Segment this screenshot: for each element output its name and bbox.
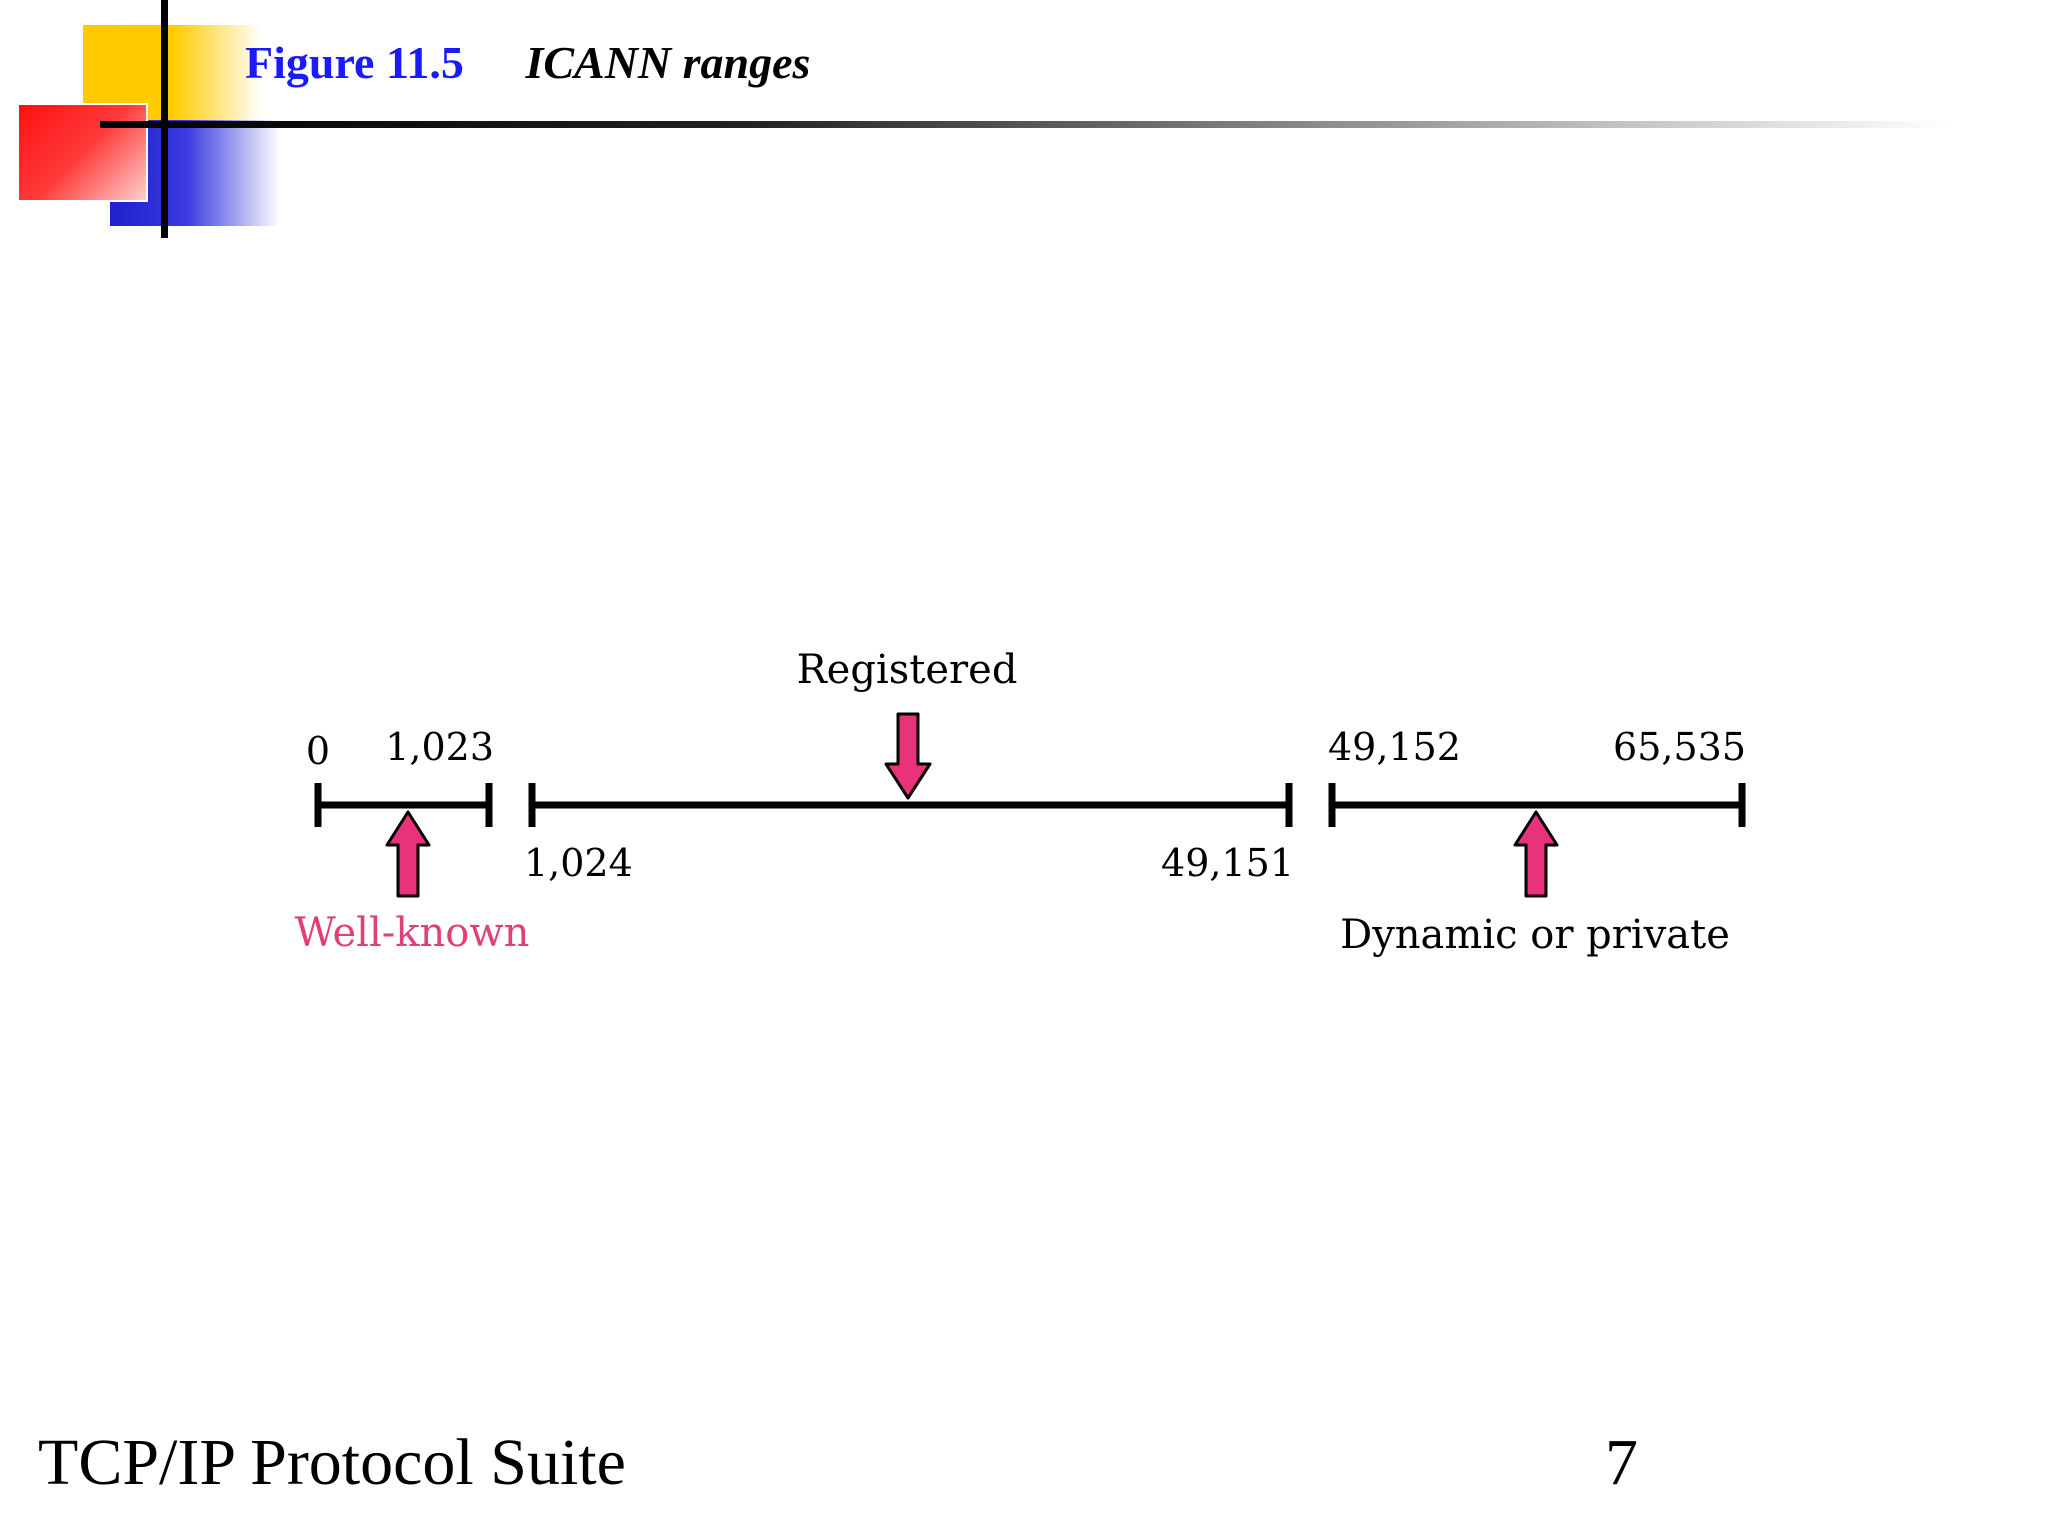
registered-range: Registered 1,024 49,151: [524, 647, 1294, 885]
registered-down-arrow-icon: [884, 712, 932, 800]
well-known-end-label: 1,023: [385, 725, 494, 769]
dynamic-start-label: 49,152: [1328, 725, 1461, 769]
well-known-up-arrow-icon: [385, 810, 431, 898]
registered-start-label: 1,024: [524, 841, 633, 885]
dynamic-end-label: 65,535: [1613, 725, 1746, 769]
dynamic-up-arrow-icon: [1513, 810, 1559, 898]
red-square-decoration: [17, 103, 148, 202]
vertical-rule: [161, 0, 168, 238]
registered-label: Registered: [797, 647, 1018, 693]
figure-caption: ICANN ranges: [525, 37, 811, 88]
well-known-label: Well-known: [295, 910, 530, 956]
well-known-range: 0 1,023 Well-known: [295, 725, 530, 956]
well-known-start-label: 0: [306, 729, 330, 773]
registered-end-label: 49,151: [1161, 841, 1294, 885]
page-number: 7: [1605, 1426, 1638, 1499]
slide-title: Figure 11.5 ICANN ranges: [245, 36, 810, 89]
title-underline-rule: [100, 121, 1950, 128]
footer-course-title: TCP/IP Protocol Suite: [38, 1426, 626, 1499]
dynamic-label: Dynamic or private: [1340, 912, 1730, 958]
dynamic-private-range: 49,152 65,535 Dynamic or private: [1328, 725, 1746, 958]
figure-label: Figure 11.5: [245, 37, 464, 88]
